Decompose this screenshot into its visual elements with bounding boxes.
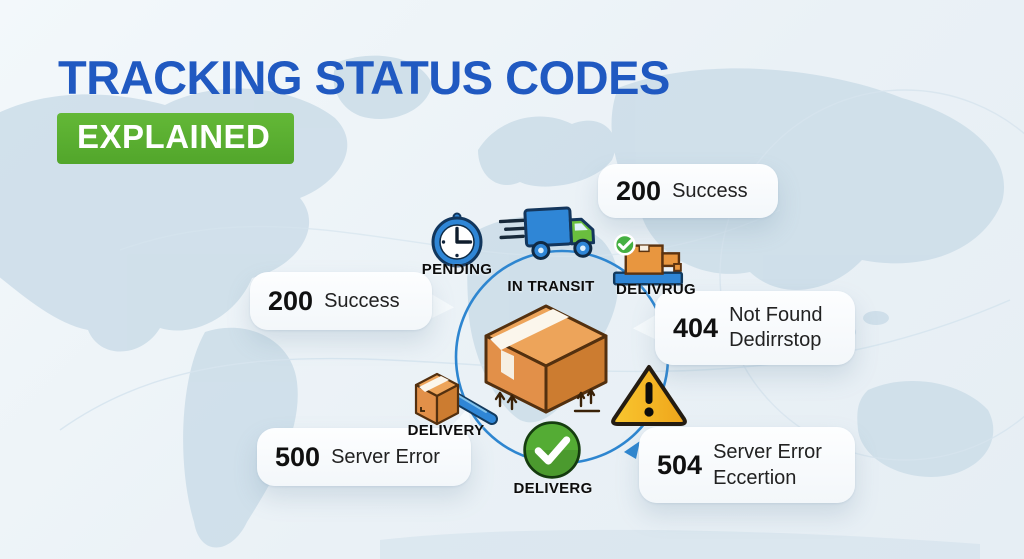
status-text: Success — [672, 179, 748, 202]
clock-icon — [428, 211, 486, 269]
stage-label-delivered-check: DELIVERG — [513, 480, 593, 497]
stage-label-delivery: DELIVERY — [407, 422, 485, 439]
stage-label-pending: PENDING — [421, 261, 493, 278]
status-text: Server Error — [331, 445, 440, 468]
ring-arrow-icon — [624, 441, 640, 459]
status-bubble-500: 500 Server Error — [257, 428, 471, 486]
status-code: 200 — [616, 175, 662, 206]
check-circle-icon — [521, 419, 583, 481]
status-bubble-404: 404 Not Found Dedirrstop — [655, 291, 855, 365]
status-text-line2: Eccertion — [713, 467, 797, 489]
status-code: 200 — [268, 285, 314, 316]
status-text-line1: Server Error — [713, 441, 822, 463]
truck-icon — [498, 203, 599, 265]
package-box-icon — [477, 294, 615, 416]
warning-triangle-icon — [607, 360, 691, 428]
status-bubble-200-left: 200 Success — [250, 272, 432, 330]
status-bubble-504: 504 Server Error Eccertion — [639, 427, 855, 503]
status-code: 504 — [657, 449, 703, 480]
stage-label-delivered: DELIVRUG — [616, 281, 696, 298]
status-text-line2: Dedirrstop — [729, 329, 822, 351]
status-text-line1: Not Found — [729, 304, 823, 326]
status-bubble-200-top: 200 Success — [598, 164, 778, 218]
explained-badge: EXPLAINED — [57, 113, 295, 164]
handcart-box-icon — [408, 369, 500, 435]
status-text: Success — [324, 289, 400, 312]
status-code: 404 — [673, 312, 719, 343]
package-check-icon — [606, 233, 690, 292]
status-code: 500 — [275, 441, 321, 472]
page-title: TRACKING STATUS CODES — [58, 51, 670, 104]
stage-label-in-transit: IN TRANSIT — [507, 278, 595, 295]
